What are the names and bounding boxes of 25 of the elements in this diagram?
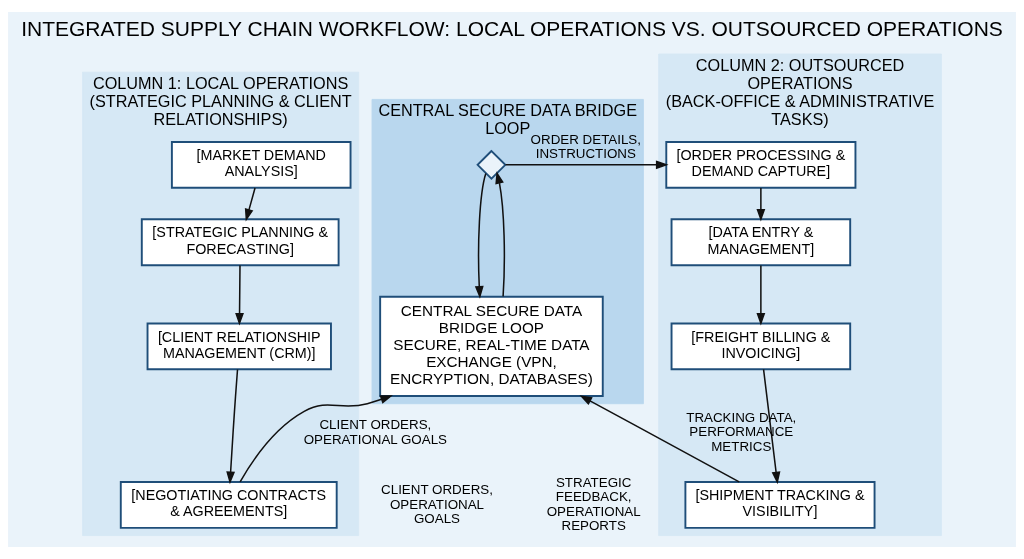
arrow xyxy=(474,172,487,299)
node-box: [NEGOTIATING CONTRACTS & AGREEMENTS] xyxy=(119,481,338,529)
arrow xyxy=(244,187,256,222)
node-box: [FREIGHT BILLING & INVOICING] xyxy=(670,322,852,371)
arrow xyxy=(239,395,393,483)
node-box: [STRATEGIC PLANNING & FORECASTING] xyxy=(140,218,340,267)
node-box: [SHIPMENT TRACKING & VISIBILITY] xyxy=(684,481,876,529)
node-box: [DATA ENTRY & MANAGEMENT] xyxy=(670,218,852,267)
arrow xyxy=(495,171,506,298)
arrow xyxy=(756,187,766,222)
arrow xyxy=(504,160,669,170)
diagram-title: INTEGRATED SUPPLY CHAIN WORKFLOW: LOCAL OPERATIONS VS. OUTSOURCED OPERATIONS xyxy=(21,17,1003,41)
node-box: CENTRAL SECURE DATA BRIDGE LOOP SECURE, REAL-TIME DATA EXCHANGE (VPN, ENCRYPTION, DATABASES) xyxy=(379,295,604,397)
node-box: [ORDER PROCESSING & DEMAND CAPTURE] xyxy=(665,140,857,189)
arrow xyxy=(579,395,740,483)
label: STRATEGIC FEEDBACK, OPERATIONAL REPORTS xyxy=(546,475,641,533)
node-box: [CLIENT RELATIONSHIP MANAGEMENT (CRM)] xyxy=(146,322,332,371)
node-box: [MARKET DEMAND ANALYSIS] xyxy=(170,140,352,189)
arrow xyxy=(235,264,244,326)
arrow xyxy=(756,264,766,326)
arrow xyxy=(226,368,239,485)
label: CLIENT ORDERS, OPERATIONAL GOALS xyxy=(381,482,493,526)
edge-label: CLIENT ORDERS, OPERATIONAL GOALS xyxy=(303,417,448,447)
edge-label: ORDER DETAILS, INSTRUCTIONS xyxy=(530,132,641,162)
node-diamond xyxy=(476,149,507,181)
